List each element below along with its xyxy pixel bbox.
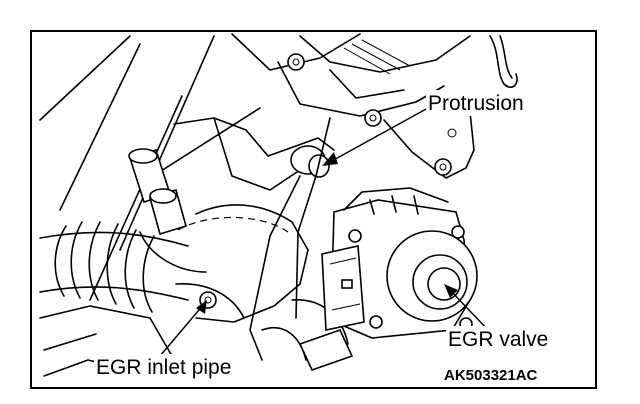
egr-inlet-pipe-label: EGR inlet pipe: [96, 356, 231, 379]
protrusion-leader: [329, 107, 429, 163]
protrusion-arrowhead: [322, 152, 338, 166]
egr-inlet-pipe-leader: [159, 303, 205, 357]
egr-valve-label: EGR valve: [448, 328, 548, 351]
egr-valve-arrowhead: [444, 284, 458, 298]
line-art: [39, 33, 518, 377]
egr-valve-leader: [447, 287, 491, 333]
leader-lines: [159, 107, 491, 357]
protrusion-label: Protrusion: [428, 92, 524, 115]
egr-inlet-pipe-arrowhead: [196, 300, 207, 314]
figure-code: AK503321AC: [444, 367, 538, 384]
